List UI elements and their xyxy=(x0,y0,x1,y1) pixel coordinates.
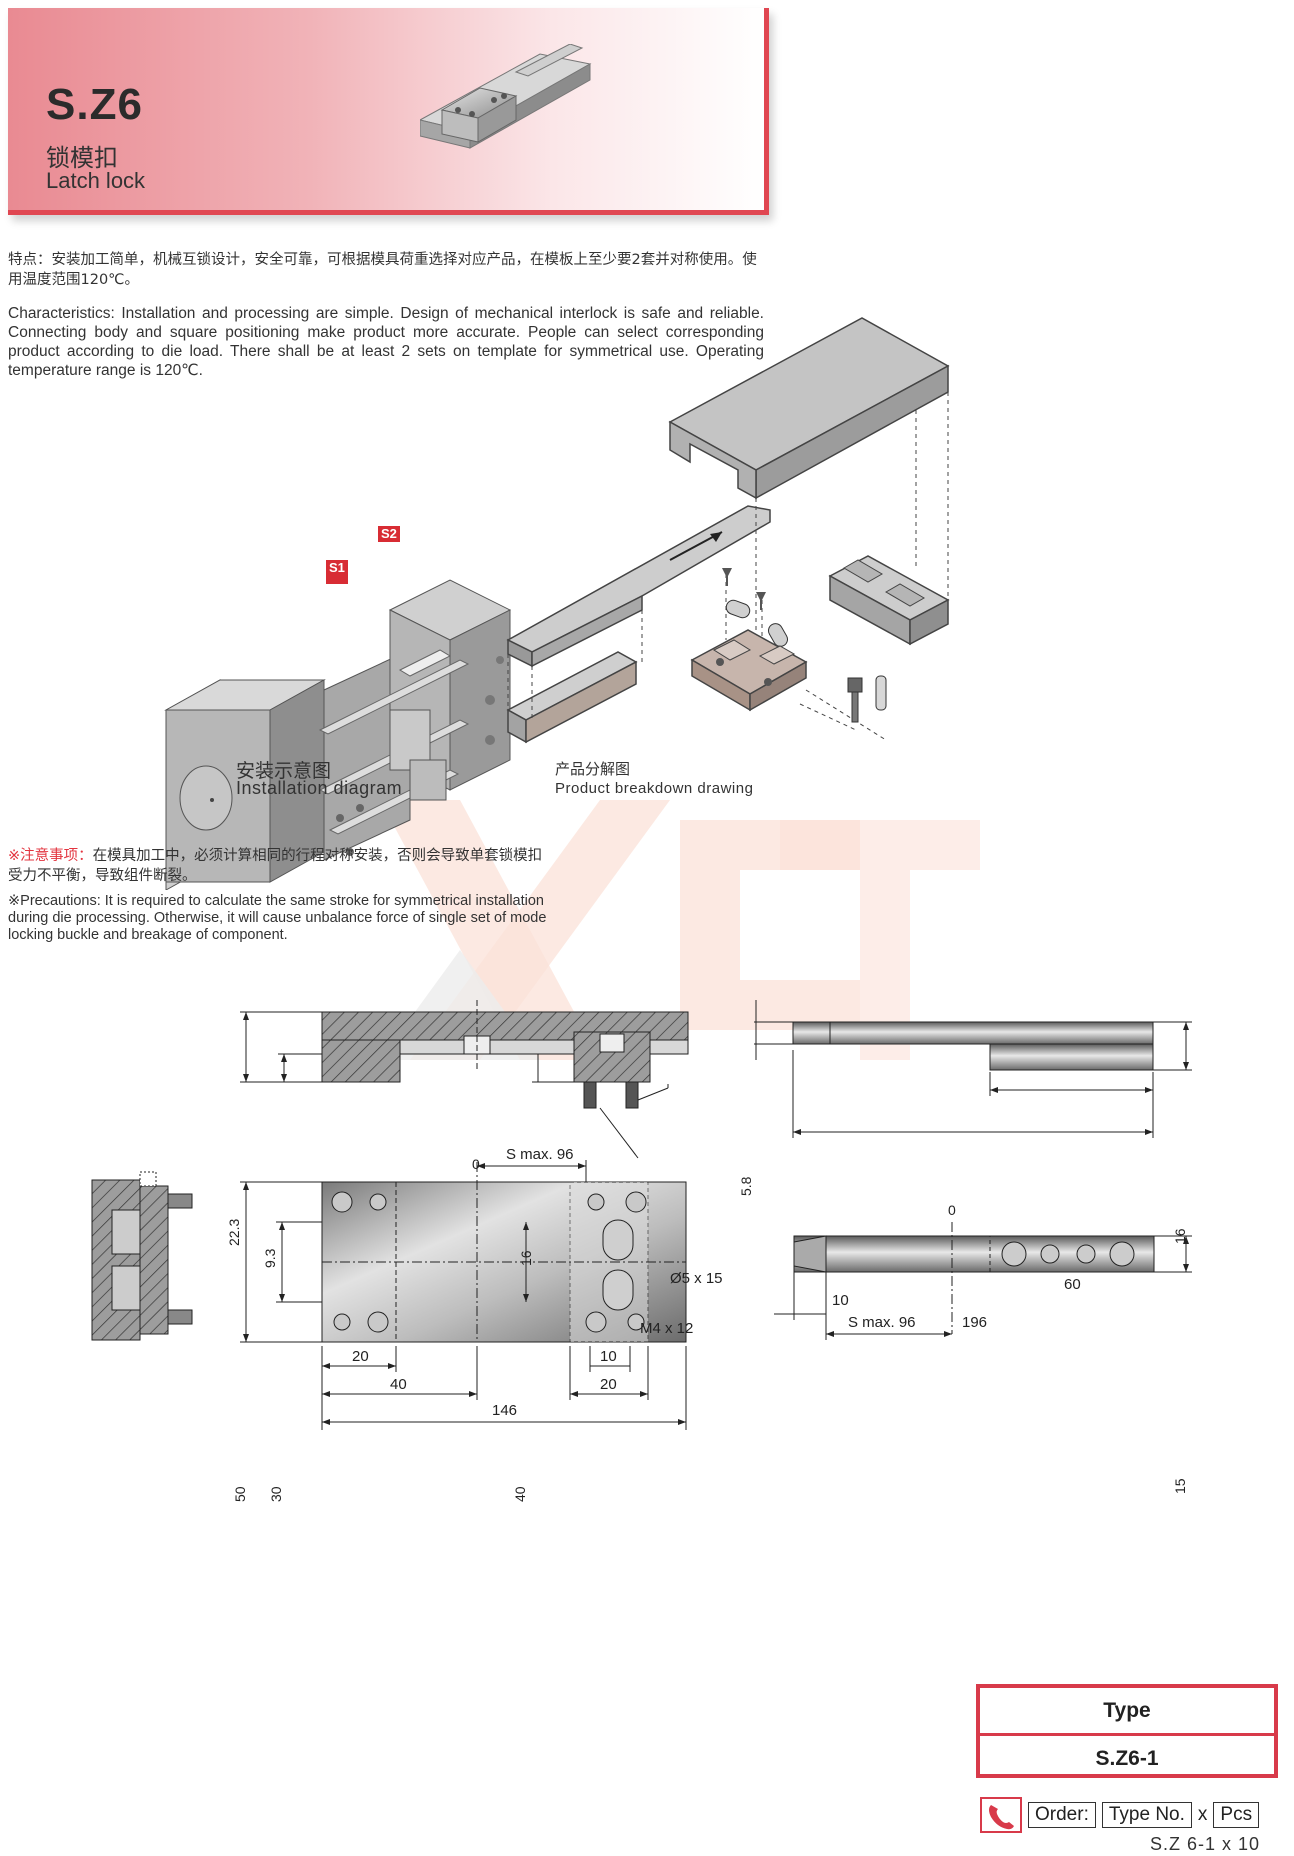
product-thumbnail xyxy=(420,44,592,149)
breakdown-caption-en: Product breakdown drawing xyxy=(555,780,754,797)
dim-146: 146 xyxy=(492,1402,518,1419)
dim-40-horizontal: 40 xyxy=(390,1376,407,1393)
install-caption-en: Installation diagram xyxy=(236,778,403,798)
order-example: S.Z 6-1 x 10 xyxy=(1150,1834,1261,1854)
dim-60: 60 xyxy=(1064,1276,1081,1293)
product-code: S.Z6 xyxy=(46,80,143,129)
dim-30: 30 xyxy=(268,1486,284,1502)
dim-smax-slider: S max. 96 xyxy=(848,1314,916,1331)
dim-5-8: 5.8 xyxy=(738,1176,754,1196)
type-value: S.Z6-1 xyxy=(980,1733,1274,1781)
precautions-cn: ※注意事项：在模具加工中，必须计算相同的行程对称安装，否则会导致单套锁模扣受力不… xyxy=(8,846,548,886)
order-line: Order: Type No. x Pcs xyxy=(980,1797,1260,1833)
precautions-text-cn: 在模具加工中，必须计算相同的行程对称安装，否则会导致单套锁模扣受力不平衡，导致组… xyxy=(8,848,543,884)
breakdown-diagram xyxy=(506,317,950,744)
order-label: Order: xyxy=(1028,1802,1096,1828)
dim-196: 196 xyxy=(962,1314,988,1331)
precautions-mark: ※注意事项： xyxy=(8,848,93,864)
precautions-en: ※Precautions: It is required to calculat… xyxy=(8,893,547,943)
dim-10-slider: 10 xyxy=(832,1292,849,1309)
breakdown-caption-cn: 产品分解图 xyxy=(555,760,631,778)
dim-zero-slider: 0 xyxy=(948,1202,956,1218)
type-table: Type S.Z6-1 xyxy=(976,1684,1278,1778)
technical-drawings xyxy=(91,1000,1192,1430)
label-s1: S1 xyxy=(326,560,348,576)
product-title-cn: 锁模扣 xyxy=(46,144,118,172)
type-header: Type xyxy=(1103,1698,1151,1722)
dim-16-side: 16 xyxy=(1172,1228,1188,1244)
dim-22-3: 22.3 xyxy=(226,1218,242,1246)
dim-smax-plan: S max. 96 xyxy=(506,1146,574,1163)
dim-screw: M4 x 12 xyxy=(640,1320,694,1337)
dim-40-vertical: 40 xyxy=(512,1486,528,1502)
installation-diagram xyxy=(164,568,512,890)
dim-zero-front: 0 xyxy=(472,1156,480,1172)
dim-50: 50 xyxy=(232,1486,248,1502)
dim-pin: Ø5 x 15 xyxy=(670,1270,723,1287)
dim-20-right: 20 xyxy=(600,1376,617,1393)
phone-icon xyxy=(980,1797,1022,1833)
dim-9-3: 9.3 xyxy=(262,1248,278,1268)
label-s2: S2 xyxy=(378,526,400,542)
dim-16-front: 16 xyxy=(518,1250,534,1266)
dim-20-left: 20 xyxy=(352,1348,369,1365)
features-cn: 特点：安装加工简单，机械互锁设计，安全可靠，可根据模具荷重选择对应产品，在模板上… xyxy=(8,252,757,288)
header-banner xyxy=(8,8,769,215)
install-caption-cn: 安装示意图 xyxy=(236,760,332,782)
product-title-en: Latch lock xyxy=(46,168,146,193)
dim-10-plan: 10 xyxy=(600,1348,617,1365)
dim-15: 15 xyxy=(1172,1478,1188,1494)
pcs-label: Pcs xyxy=(1213,1802,1260,1828)
type-no-label: Type No. xyxy=(1101,1802,1192,1828)
watermark-logo xyxy=(380,800,980,1060)
features-en: Characteristics: Installation and proces… xyxy=(8,305,764,379)
times-sign: x xyxy=(1197,1804,1208,1825)
